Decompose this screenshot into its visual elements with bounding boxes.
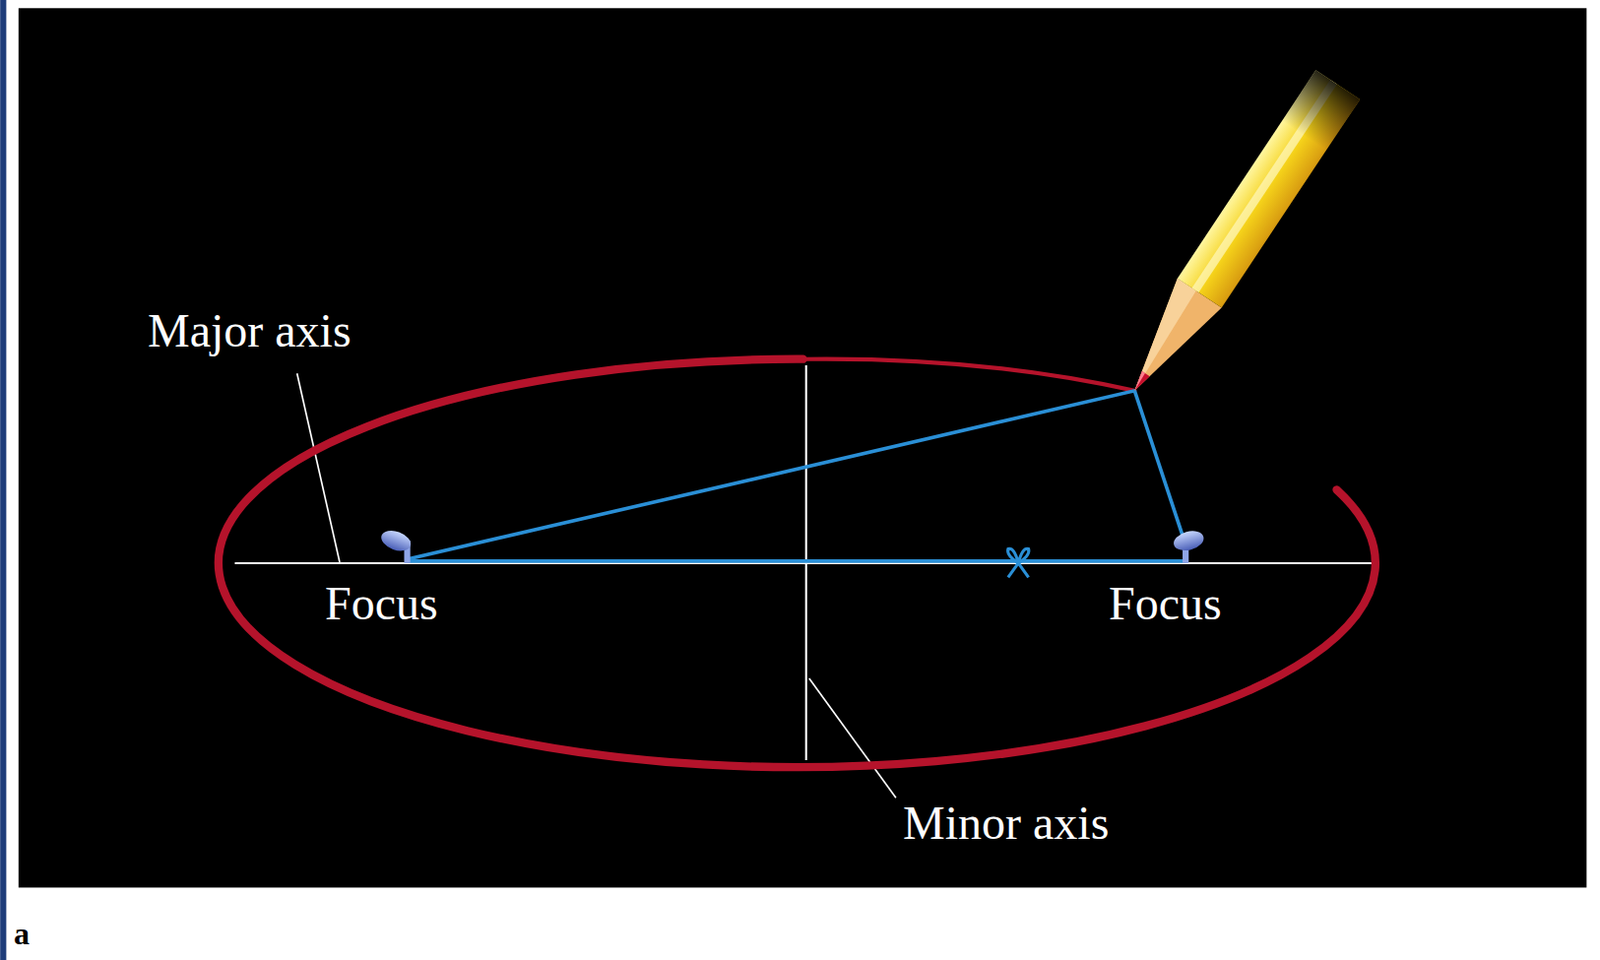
focus-pin [378, 526, 414, 564]
string-knot [1008, 548, 1029, 577]
string [408, 559, 1188, 564]
ellipse-curve [218, 359, 1376, 768]
leader-line [809, 678, 896, 798]
focus-pin [1171, 527, 1207, 564]
leader-line [297, 373, 341, 564]
frame-edge [0, 0, 6, 960]
axis-label: Minor axis [902, 799, 1109, 847]
string [408, 390, 1188, 560]
pencil [1112, 69, 1360, 406]
axis-label: Major axis [147, 307, 352, 355]
focus-label: Focus [1108, 579, 1222, 628]
focus-label: Focus [324, 579, 439, 628]
black-panel [18, 7, 1588, 888]
panel-letter: a [13, 917, 30, 950]
ellipse-curve [803, 359, 1136, 391]
